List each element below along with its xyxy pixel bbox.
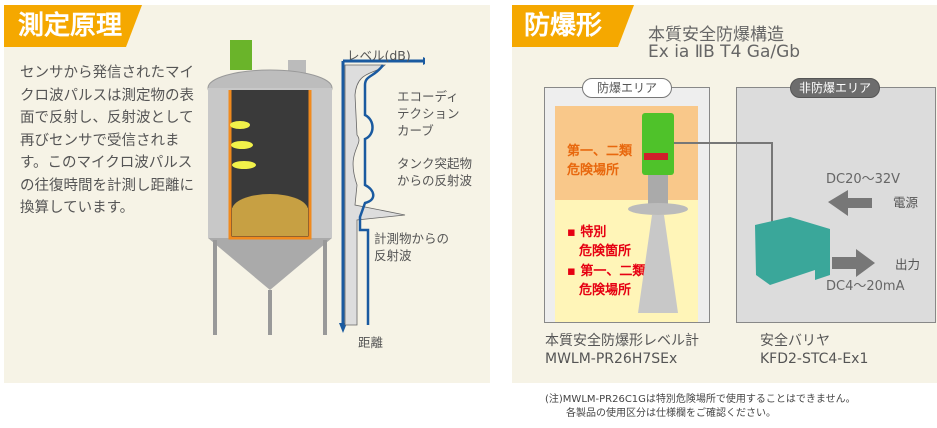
power-voltage: DC20～32V <box>826 172 901 187</box>
principle-description: センサから発信されたマイクロ波パルスは測定物の表面で反射し、反射波として再びセン… <box>20 65 194 216</box>
footnote-1: (注)MWLM-PR26C1Gは特別危険場所で使用することはできません。 <box>545 394 856 405</box>
level-sensor-image <box>628 113 875 313</box>
label-line: 特別 <box>580 225 607 240</box>
bullet-zone-1-2: ▪ 第一、二類危険場所 <box>567 264 646 298</box>
label-line: 危険場所 <box>567 163 620 178</box>
zone-1-2-label: 第一、二類危険場所 <box>567 142 632 180</box>
product-1-model: MWLM-PR26H7SEx <box>545 351 678 367</box>
product-1-name: 本質安全防爆形レベル計 <box>545 333 699 349</box>
echo-chart <box>339 57 425 333</box>
principle-tab: 測定原理 <box>4 5 142 47</box>
label-line: 危険場所 <box>579 283 632 298</box>
bullet-special-zone: ▪ 特別危険箇所 <box>567 225 632 259</box>
echo-curve-label: エコーディテクションカーブ <box>397 88 460 139</box>
label-line: テクション <box>397 106 460 121</box>
label-line: 第一、二類 <box>567 144 633 159</box>
product-2-name: 安全バリヤ <box>760 333 830 349</box>
label-line: エコーディ <box>397 89 459 104</box>
chart-x-axis-label: 距離 <box>358 335 384 350</box>
label-line: 第一、二類 <box>580 264 646 279</box>
label-line: 計測物からの <box>374 231 450 246</box>
explosion-proof-tab: 防爆形 <box>512 5 634 47</box>
power-label: 電源 <box>893 195 919 210</box>
footnote-2: 各製品の使用区分は仕様欄をご確認ください。 <box>566 408 776 419</box>
safe-zone-label: 非防爆エリア <box>790 78 880 98</box>
label-line: カーブ <box>397 123 434 138</box>
label-line: 危険箇所 <box>579 244 632 259</box>
label-line: 反射波 <box>374 248 412 263</box>
output-label: 出力 <box>895 257 921 272</box>
output-current: DC4～20mA <box>826 279 905 294</box>
hazard-zone-1-area <box>555 106 698 200</box>
tank-illustration <box>207 40 333 335</box>
subtitle-2: Ex ia ⅡB T4 Ga/Gb <box>648 42 801 62</box>
chart-y-axis-label: レベル(dB) <box>347 48 411 63</box>
tank-reflection-label: タンク突起物からの反射波 <box>397 155 472 189</box>
subtitle-1: 本質安全防爆構造 <box>648 25 784 45</box>
product-2-model: KFD2-STC4-Ex1 <box>760 351 869 367</box>
hazard-zone-label: 防爆エリア <box>582 78 672 98</box>
label-line: タンク突起物 <box>397 156 473 171</box>
target-reflection-label: 計測物からの反射波 <box>374 230 449 264</box>
label-line: からの反射波 <box>397 173 473 188</box>
